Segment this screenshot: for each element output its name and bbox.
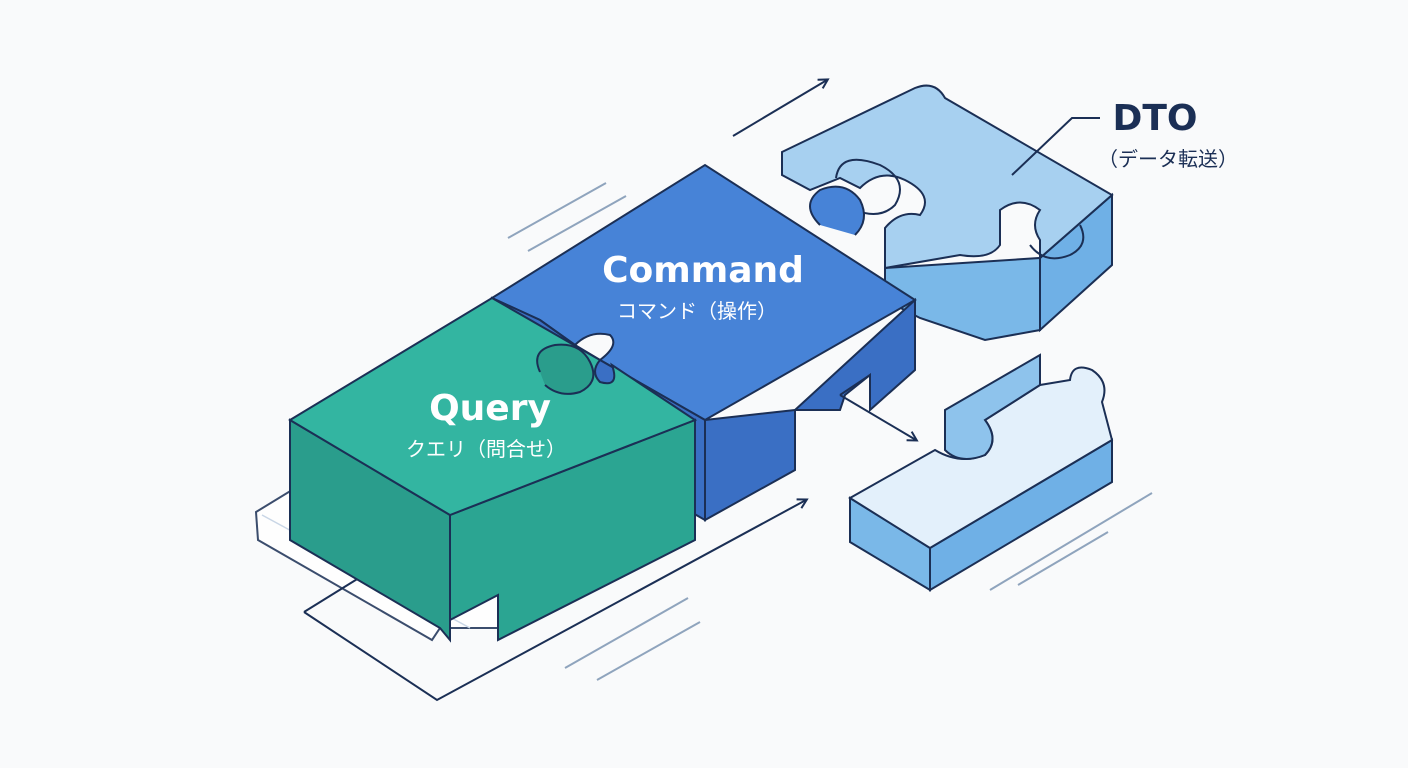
dto-subtitle: （データ転送）	[1098, 147, 1238, 171]
query-piece	[288, 296, 698, 643]
query-subtitle: クエリ（問合せ）	[406, 437, 566, 461]
command-label: Command コマンド（操作）	[602, 250, 804, 323]
command-title: Command	[602, 250, 804, 291]
dto-label: DTO （データ転送）	[1098, 98, 1238, 171]
dto-leader-line	[1011, 117, 1100, 176]
command-subtitle: コマンド（操作）	[617, 299, 777, 323]
flow-arrow-top	[732, 78, 830, 137]
speed-lines	[507, 182, 1153, 681]
dto-title: DTO	[1112, 98, 1197, 139]
dto-piece-upper	[781, 84, 1114, 342]
query-label: Query クエリ（問合せ）	[406, 388, 566, 461]
dto-piece-lower	[848, 353, 1114, 592]
query-title: Query	[429, 388, 551, 429]
